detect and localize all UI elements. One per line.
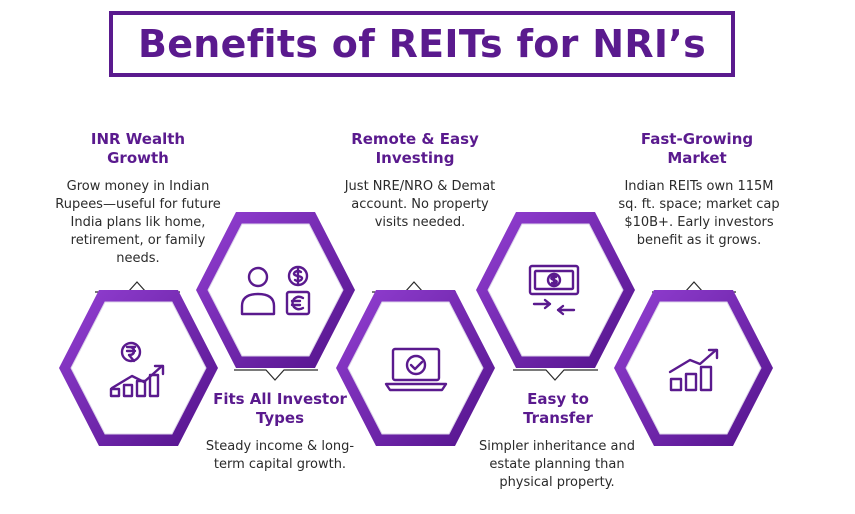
- text-easy-to-transfer: Simpler inheritance and estate planning …: [479, 439, 635, 490]
- hexagon-fits-all-investor-types: [196, 212, 355, 368]
- heading-fits-all-investor-types: Fits All Investor Types: [213, 390, 347, 427]
- hexagon-easy-to-transfer: [476, 212, 635, 368]
- hexagon-fast-growing-market: [614, 290, 773, 446]
- heading-easy-to-transfer: Easy to Transfer: [523, 390, 593, 427]
- rupee-growth-chart-icon: [109, 341, 165, 398]
- title-box: Benefits of REITs for NRI’s: [109, 11, 735, 77]
- heading-fast-growing-market: Fast-Growing Market: [640, 130, 754, 167]
- heading-remote-easy-investing: Remote & Easy Investing: [351, 130, 479, 167]
- connector-bottom-2: [513, 369, 598, 381]
- text-fast-growing-market: Indian REITs own 115M sq. ft. space; mar…: [618, 179, 780, 248]
- connector-bottom-1: [234, 369, 318, 381]
- laptop-check-icon: [384, 347, 448, 392]
- money-transfer-icon: [528, 264, 580, 316]
- page-title: Benefits of REITs for NRI’s: [137, 22, 707, 66]
- heading-inr-wealth-growth: INR Wealth Growth: [90, 130, 186, 167]
- text-inr-wealth-growth: Grow money in Indian Rupees—useful for f…: [55, 179, 221, 266]
- person-currency-icon: [240, 265, 311, 316]
- growth-chart-icon: [668, 348, 719, 392]
- text-fits-all-investor-types: Steady income & long-term capital growth…: [205, 439, 355, 472]
- text-remote-easy-investing: Just NRE/NRO & Demat account. No propert…: [344, 179, 496, 230]
- hexagon-remote-easy-investing: [336, 290, 495, 446]
- hexagon-inr-wealth-growth: [59, 290, 218, 446]
